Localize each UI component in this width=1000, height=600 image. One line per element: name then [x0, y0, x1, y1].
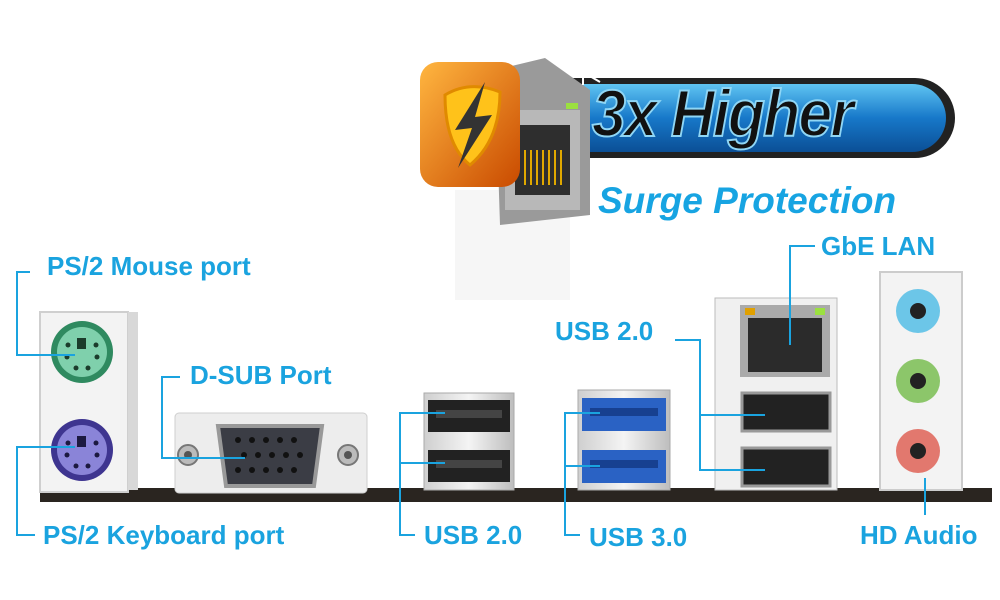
audio-panel [879, 271, 963, 491]
label-ps2-keyboard: PS/2 Keyboard port [43, 520, 285, 550]
shield-lightning-icon [420, 62, 520, 187]
leader-usb30 [564, 412, 600, 536]
rj45-icon [495, 58, 590, 225]
label-dsub: D-SUB Port [190, 360, 332, 390]
leader-usb20-left [399, 412, 445, 536]
label-usb20-left: USB 2.0 [424, 520, 523, 550]
lan-usb-stack [714, 297, 838, 491]
audio-line-in-jack [896, 289, 940, 333]
label-ps2-mouse: PS/2 Mouse port [47, 251, 251, 281]
ps2-keyboard-port [51, 419, 113, 481]
label-gbe-lan: GbE LAN [821, 231, 936, 261]
leader-usb20-right [675, 339, 765, 416]
usb30-port-pair [577, 389, 671, 491]
usb20-port-pair [423, 392, 515, 491]
surge-protection-logo [420, 58, 955, 300]
leader-ps2-keyboard [16, 446, 75, 536]
headline-pill [565, 84, 946, 152]
leader-ps2-mouse [16, 271, 75, 356]
audio-line-out-jack [896, 359, 940, 403]
leader-lines [16, 245, 926, 536]
label-usb20-right: USB 2.0 [555, 316, 654, 346]
subheadline-text: Surge Protection [598, 180, 897, 221]
headline-text: 3x Higher [591, 76, 855, 150]
leader-dsub [161, 376, 245, 459]
audio-mic-jack [896, 429, 940, 473]
label-hd-audio: HD Audio [860, 520, 978, 550]
label-usb30: USB 3.0 [589, 522, 688, 552]
dsub-port [174, 412, 368, 494]
leader-gbe-lan [789, 245, 815, 345]
ps2-mouse-port [51, 321, 113, 383]
sparkle-icon [565, 60, 601, 85]
